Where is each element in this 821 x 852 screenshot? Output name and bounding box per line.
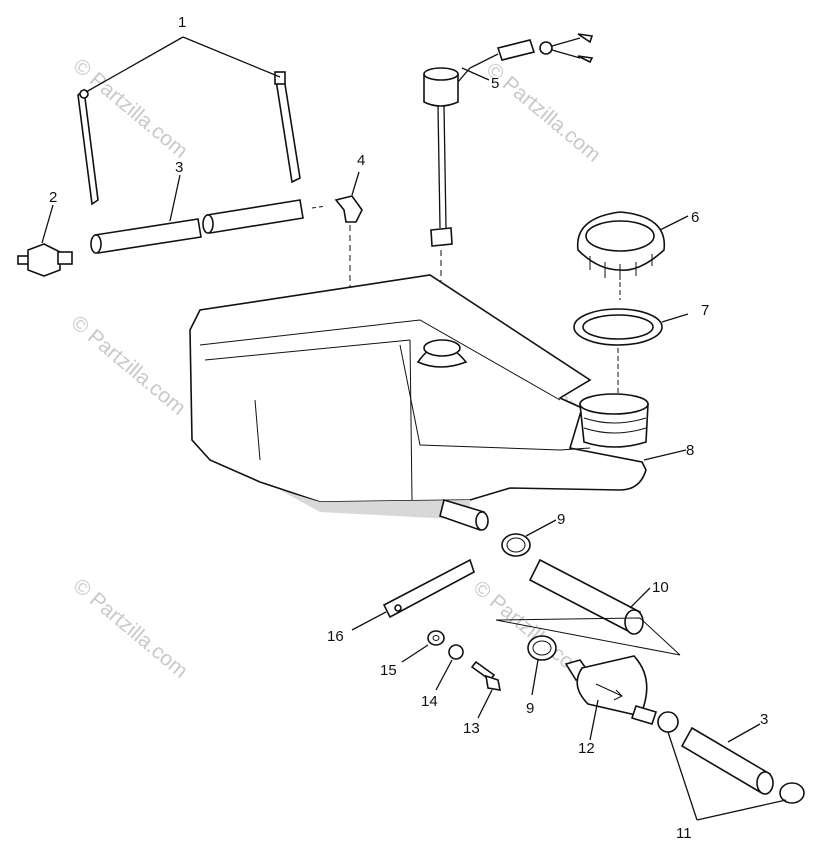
callout-6: 6 [691, 209, 699, 226]
fuel-sender-part [423, 33, 594, 335]
callout-9: 9 [557, 511, 565, 528]
bracket-part [351, 558, 475, 631]
clamp-part [527, 635, 557, 696]
gasket-part [573, 308, 689, 396]
callout-3: 3 [760, 711, 768, 728]
nut-part [435, 644, 464, 691]
hose-part [495, 558, 681, 656]
fuel-tank-part [189, 274, 687, 532]
callout-12: 12 [578, 740, 595, 757]
hose-part [90, 174, 327, 254]
washer-part [401, 630, 445, 663]
valve-part [17, 204, 73, 277]
bolt-part [470, 660, 502, 719]
strap-part [77, 36, 301, 206]
callout-15: 15 [380, 662, 397, 679]
callout-14: 14 [421, 693, 438, 710]
hose-part [680, 723, 774, 795]
callout-13: 13 [463, 720, 480, 737]
callout-2: 2 [49, 189, 57, 206]
callout-3: 3 [175, 159, 183, 176]
fuel-filter-part [564, 655, 658, 741]
callout-5: 5 [491, 75, 499, 92]
callout-9: 9 [526, 700, 534, 717]
callout-11: 11 [676, 825, 692, 842]
watermark: © Partzilla.com [69, 574, 192, 683]
callout-10: 10 [652, 579, 669, 596]
watermark: © Partzilla.com [67, 311, 190, 420]
callout-16: 16 [327, 628, 344, 645]
callout-7: 7 [701, 302, 709, 319]
filler-cap-part [576, 211, 689, 300]
callout-8: 8 [686, 442, 694, 459]
callout-1: 1 [178, 14, 186, 31]
callout-4: 4 [357, 152, 365, 169]
callout-labels: 1 2 3 4 5 6 7 8 9 10 16 15 14 13 9 12 3 … [49, 14, 768, 842]
clamp-part [501, 519, 557, 557]
clamp-part [657, 711, 805, 821]
watermark: © Partzilla.com [482, 58, 605, 167]
